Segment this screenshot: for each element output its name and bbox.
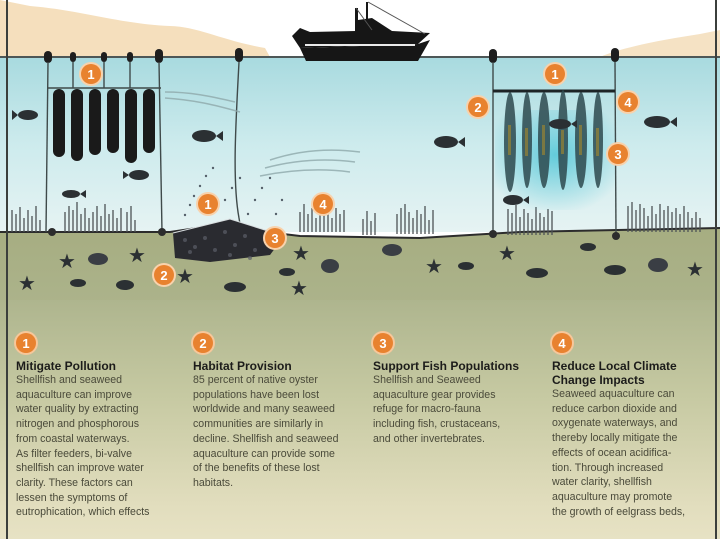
seaweed-longline: [489, 48, 620, 240]
svg-text:★: ★: [686, 259, 704, 281]
benefit-line: of the benefits of these lost: [193, 462, 320, 475]
benefit-line: refuge for macro-fauna: [373, 403, 481, 416]
number-badge: 3: [373, 333, 393, 353]
benefit-line: including fish, crustaceans,: [373, 418, 501, 431]
benefit-line: aquaculture may promote: [552, 490, 673, 503]
benefit-support-fish-populations: 3 Support Fish Populations Shellfish and…: [373, 333, 543, 447]
shellfish-longline: [44, 48, 361, 245]
marker-2-cage: 2: [154, 265, 174, 285]
benefit-line: Shellfish and Seaweed: [373, 374, 481, 386]
marker-1-seaweed: 1: [545, 64, 565, 84]
benefit-line: Seaweed aquaculture can: [552, 388, 675, 400]
benefit-mitigate-pollution: 1 Mitigate Pollution Shellfish and seawe…: [16, 333, 186, 520]
frame-border-left: [6, 0, 8, 539]
marker-1-longline: 1: [81, 64, 101, 84]
benefit-line: 85 percent of native oyster: [193, 374, 318, 386]
benefit-line: populations have been lost: [193, 388, 320, 401]
svg-text:★: ★: [128, 245, 146, 267]
benefit-line: Shellfish and seaweed: [16, 374, 123, 386]
svg-text:★: ★: [498, 243, 516, 265]
benefit-line: thereby locally mitigate the: [552, 432, 678, 445]
benefit-line: aquaculture can improve: [16, 388, 133, 401]
benefit-line: aquaculture gear provides: [373, 388, 496, 401]
benefit-line: water clarity, shellfish: [552, 476, 652, 489]
marker-2-seaweed: 2: [468, 97, 488, 117]
marker-4-cage: 4: [313, 194, 333, 214]
marker-3-seaweed: 3: [608, 144, 628, 164]
benefit-line: reduce carbon dioxide and: [552, 402, 677, 415]
benefits-panel: [0, 300, 720, 539]
benefit-line: eutrophication, which effects: [16, 506, 150, 519]
benefit-reduce-climate-impacts: 4 Reduce Local Climate Change Impacts Se…: [552, 333, 712, 519]
svg-text:★: ★: [58, 251, 76, 273]
benefit-title: Mitigate Pollution: [16, 359, 116, 373]
benefit-title: Reduce Local Climate Change Impacts: [552, 359, 677, 387]
right-shore: [600, 30, 720, 57]
svg-text:★: ★: [290, 278, 308, 300]
left-shore: [0, 0, 270, 57]
benefit-line: decline. Shellfish and seaweed: [193, 432, 339, 445]
frame-border-right: [715, 0, 717, 539]
svg-text:★: ★: [292, 243, 310, 265]
benefit-line: and other invertebrates.: [373, 432, 485, 445]
benefit-title: Support Fish Populations: [373, 359, 519, 373]
starfish: ★ ★ ★ ★ ★ ★ ★ ★ ★: [18, 243, 704, 300]
fish: [12, 110, 677, 292]
benefit-line: As filter feeders, bi-valve: [16, 447, 132, 460]
benefit-line: communities are similarly in: [193, 418, 324, 431]
crabs: [88, 244, 668, 273]
number-badge: 1: [16, 333, 36, 353]
marker-4-seaweed: 4: [618, 92, 638, 112]
benefit-line: lessen the symptoms of: [16, 491, 128, 504]
benefit-habitat-provision: 2 Habitat Provision 85 percent of native…: [193, 333, 363, 491]
number-badge: 4: [552, 333, 572, 353]
marker-1-cage: 1: [198, 194, 218, 214]
benefit-line: water quality by extracting: [16, 403, 139, 416]
benefit-line: tion. Through increased: [552, 461, 664, 474]
boat: [292, 1, 430, 61]
svg-text:★: ★: [176, 266, 194, 288]
svg-text:★: ★: [425, 256, 443, 278]
benefit-line: aquaculture can provide some: [193, 447, 335, 460]
benefit-title: Habitat Provision: [193, 359, 292, 373]
benefit-line: habitats.: [193, 476, 234, 489]
benefit-line: from coastal waterways.: [16, 432, 130, 445]
benefit-line: worldwide and many seaweed: [193, 403, 335, 416]
svg-text:★: ★: [18, 273, 36, 295]
benefit-line: nitrogen and phosphorous: [16, 418, 140, 431]
benefit-line: shellfish can improve water: [16, 462, 144, 475]
number-badge: 2: [193, 333, 213, 353]
benefit-line: clarity. These factors can: [16, 476, 133, 489]
benefit-line: oxygenate waterways, and: [552, 417, 678, 430]
bottom-oyster-cage: [172, 166, 285, 262]
aquaculture-scene-illustration: ★ ★ ★ ★ ★ ★ ★ ★ ★: [0, 0, 720, 330]
benefit-line: effects of ocean acidifica-: [552, 446, 672, 459]
benefit-line: the growth of eelgrass beds,: [552, 505, 686, 518]
marker-3-cage: 3: [265, 228, 285, 248]
seagrass: [11, 202, 701, 235]
